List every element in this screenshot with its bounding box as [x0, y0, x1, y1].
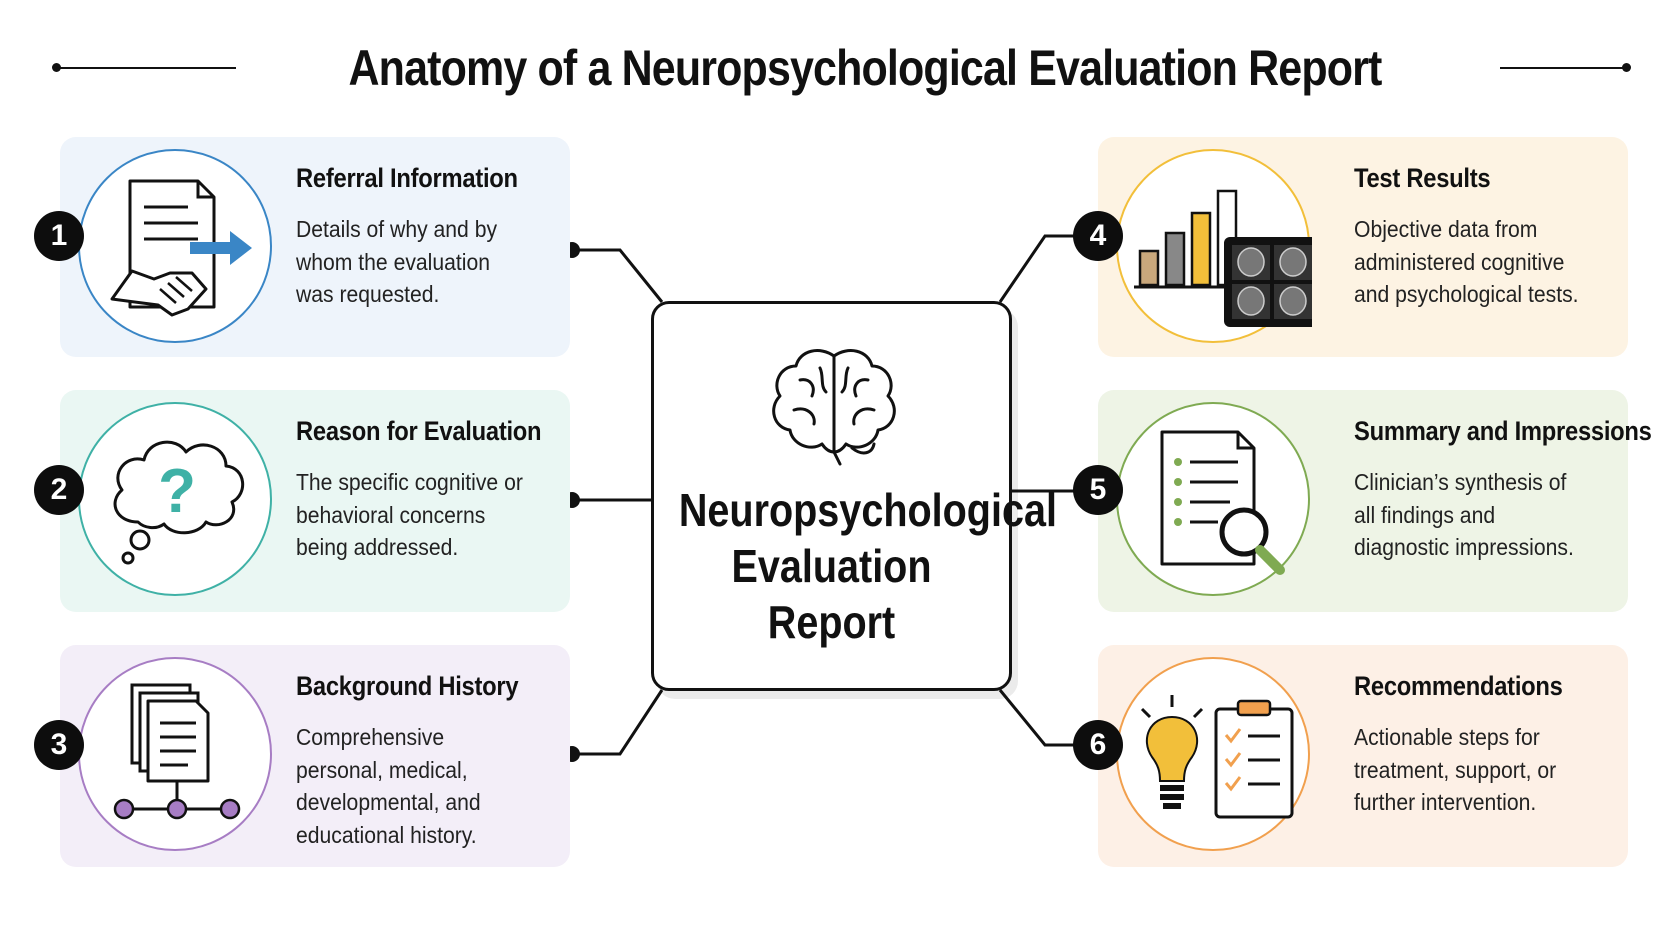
center-report-box: Neuropsychological Evaluation Report [651, 301, 1057, 691]
svg-text:?: ? [158, 457, 196, 526]
section-card-summary: Summary and Impressions Clinician’s synt… [1098, 390, 1652, 612]
lightbulb-checklist-icon [1140, 695, 1294, 819]
section-title-2: Reason for Evaluation [296, 416, 542, 446]
section-number-badge-1: 1 [34, 211, 84, 261]
title-rule-right [1500, 67, 1626, 69]
brain-icon [772, 349, 896, 466]
section-number-badge-2: 2 [34, 465, 84, 515]
stacked-documents-timeline-icon [113, 683, 241, 820]
section-title-6: Recommendations [1354, 671, 1563, 701]
page-title: Anatomy of a Neuropsychological Evaluati… [348, 40, 1382, 96]
section-card-test-results: Test Results Objective data from adminis… [1098, 137, 1628, 357]
section-desc-2: The specific cognitive or behavioral con… [296, 469, 523, 560]
section-icon-circle-3 [78, 657, 272, 851]
section-icon-circle-2: ? [78, 402, 272, 596]
bar-chart-brain-scan-icon [1134, 189, 1312, 327]
section-title-3: Background History [296, 671, 519, 701]
title-row: Anatomy of a Neuropsychological Evaluati… [0, 28, 1672, 108]
section-title-5: Summary and Impressions [1354, 416, 1652, 446]
document-handshake-arrow-icon [110, 179, 252, 317]
section-number-badge-6: 6 [1073, 720, 1123, 770]
section-icon-circle-5 [1116, 402, 1310, 596]
thought-bubble-question-icon: ? [113, 440, 245, 565]
center-title-line-2: Evaluation [731, 540, 932, 592]
section-card-reason: ? Reason for Evaluation The specific cog… [60, 390, 570, 612]
section-icon-circle-4 [1116, 149, 1312, 343]
section-number-badge-5: 5 [1073, 465, 1123, 515]
section-desc-4: Objective data from administered cogniti… [1354, 216, 1579, 307]
section-card-referral: Referral Information Details of why and … [60, 137, 570, 357]
title-dot-right [1622, 63, 1631, 72]
section-number-badge-4: 4 [1073, 211, 1123, 261]
center-title-line-1: Neuropsychological [678, 484, 1057, 536]
section-desc-5: Clinician’s synthesis of all findings an… [1354, 469, 1574, 560]
section-icon-circle-1 [78, 149, 272, 343]
section-card-recommendations: Recommendations Actionable steps for tre… [1098, 645, 1628, 867]
section-title-4: Test Results [1354, 163, 1491, 193]
section-title-1: Referral Information [296, 163, 518, 193]
title-rule-left [56, 67, 236, 69]
section-number-badge-3: 3 [34, 720, 84, 770]
section-desc-3: Comprehensive personal, medical, develop… [296, 724, 481, 848]
section-icon-circle-6 [1116, 657, 1310, 851]
center-title-line-3: Report [767, 596, 896, 648]
section-desc-6: Actionable steps for treatment, support,… [1354, 724, 1557, 815]
center-title: Neuropsychological Evaluation Report [654, 482, 1057, 650]
section-card-background: Background History Comprehensive persona… [60, 645, 570, 867]
document-magnifier-icon [1160, 430, 1285, 575]
section-desc-1: Details of why and by whom the evaluatio… [296, 216, 498, 307]
